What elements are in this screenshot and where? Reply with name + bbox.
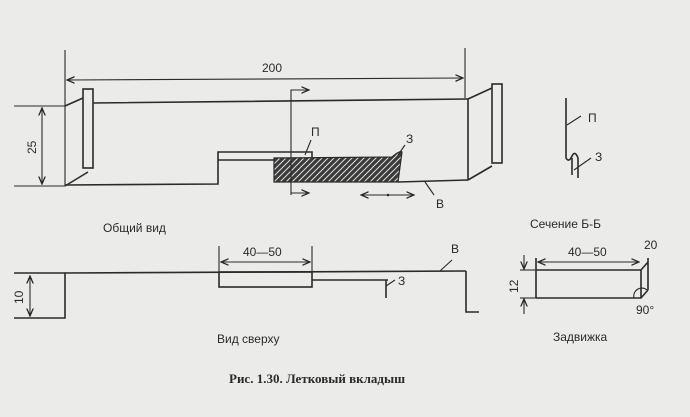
slide-direction-dot xyxy=(386,193,390,197)
latch-angle-label: 90° xyxy=(636,303,654,317)
leader-z xyxy=(397,144,406,156)
top-view: З В 40—50 10 Вид сверху xyxy=(12,242,479,346)
right-flap xyxy=(491,83,503,164)
top-view-right-bend xyxy=(465,271,479,313)
hatched-latch xyxy=(273,150,403,183)
latch-title: Задвижка xyxy=(553,330,608,344)
slot-dimension-label: 40—50 xyxy=(243,245,282,259)
body-bottom-edge xyxy=(64,151,313,186)
section-cut-top-arrow xyxy=(290,90,309,195)
top-view-label-v: В xyxy=(451,242,459,256)
latch-body xyxy=(535,258,649,299)
latch-bevel-label: 20 xyxy=(644,238,658,252)
section-title: Сечение Б-Б xyxy=(530,217,601,231)
right-bevel xyxy=(467,87,493,181)
latch-angle-arc xyxy=(633,287,648,299)
label-z: З xyxy=(406,132,413,146)
left-flap xyxy=(82,88,94,169)
top-view-title: Вид сверху xyxy=(217,332,280,346)
label-p: П xyxy=(311,125,320,139)
label-v: В xyxy=(436,197,444,211)
latch-length-label: 40—50 xyxy=(568,245,607,259)
top-view-leader-v xyxy=(439,259,453,272)
length-dimension-label: 200 xyxy=(262,61,282,75)
top-view-leader-z xyxy=(385,279,396,287)
top-view-left-bend xyxy=(14,272,66,319)
body-bottom-right xyxy=(397,179,469,183)
top-view-slot xyxy=(218,271,313,288)
top-view-label-z: З xyxy=(398,274,405,288)
depth-dimension-label: 10 xyxy=(12,290,26,304)
general-view-title: Общий вид xyxy=(103,221,166,235)
body-top-edge xyxy=(64,97,469,187)
height-dimension-label: 25 xyxy=(25,140,39,154)
section-label-p: П xyxy=(588,111,597,125)
section-label-z: З xyxy=(595,150,602,164)
section-leader-p xyxy=(566,115,582,126)
leader-p xyxy=(304,139,312,156)
general-view: 200 25 П З В Общий вид xyxy=(14,48,503,235)
latch-view: 40—50 20 12 90° Задвижка xyxy=(507,238,658,344)
section-profile xyxy=(565,98,579,178)
section-leader-z xyxy=(573,157,592,171)
figure-caption: Рис. 1.30. Летковый вкладыш xyxy=(229,371,405,386)
section-view: П З Сечение Б-Б xyxy=(530,98,602,231)
leader-v xyxy=(424,181,435,196)
latch-height-label: 12 xyxy=(507,279,521,293)
length-dimension-arrow xyxy=(67,78,463,80)
